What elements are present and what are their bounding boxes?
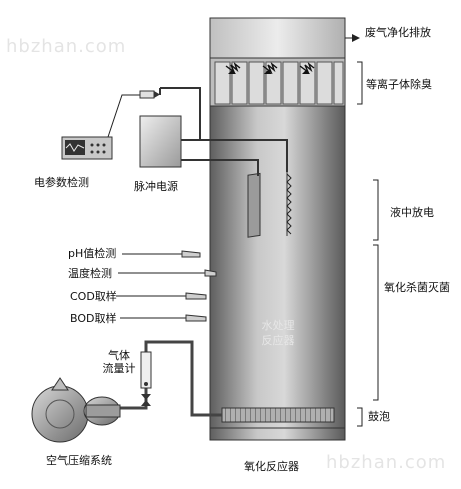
label-gas-flowmeter-line1: 气体 bbox=[108, 349, 130, 362]
label-param-detect: 电参数检测 bbox=[34, 176, 89, 189]
plasma-spark-icons bbox=[225, 61, 315, 75]
label-ph: pH值检测 bbox=[68, 247, 117, 260]
sensor-probe-icons bbox=[181, 250, 217, 322]
label-gas-flowmeter: 气体 流量计 bbox=[99, 349, 139, 375]
oscilloscope-icon bbox=[61, 136, 113, 160]
label-bubbling: 鼓泡 bbox=[368, 410, 390, 423]
watermark-text-bottom: hbzhan.com bbox=[326, 452, 447, 473]
label-cod: COD取样 bbox=[70, 290, 117, 303]
sensor-lines bbox=[116, 253, 205, 319]
label-water-treatment-line1: 水处理 bbox=[261, 319, 295, 332]
pulse-power-box bbox=[139, 115, 182, 168]
label-air-compressor: 空气压缩系统 bbox=[46, 454, 112, 467]
cable-pulse-to-electrode bbox=[181, 159, 259, 176]
watermark-text: hbzhan.com bbox=[6, 36, 127, 57]
diffuser-bar bbox=[221, 407, 335, 423]
probe-icon bbox=[139, 90, 160, 99]
label-ozone-reactor: 氧化反应器 bbox=[244, 460, 299, 473]
label-water-treatment: 水处理 反应器 bbox=[248, 318, 308, 348]
label-oxidation: 氧化杀菌灭菌 bbox=[384, 281, 450, 294]
label-plasma-removal: 等离子体除臭 bbox=[366, 78, 432, 91]
electrode-plate bbox=[247, 172, 261, 238]
tower-top-cap bbox=[209, 17, 346, 59]
air-compressor-icon bbox=[31, 377, 121, 443]
label-water-treatment-line2: 反应器 bbox=[261, 334, 295, 347]
label-pulse-power: 脉冲电源 bbox=[134, 180, 178, 193]
electrode-zigzag bbox=[286, 172, 292, 236]
valve-icon bbox=[141, 394, 151, 406]
label-liquid-discharge: 液中放电 bbox=[390, 206, 434, 219]
probe-line bbox=[107, 94, 140, 138]
label-gas-flowmeter-line2: 流量计 bbox=[102, 362, 136, 375]
exhaust-arrow-icon bbox=[352, 34, 360, 42]
label-bod: BOD取样 bbox=[70, 312, 117, 325]
label-exhaust: 废气净化排放 bbox=[365, 26, 431, 39]
label-temp: 温度检测 bbox=[68, 267, 112, 280]
bracket-group bbox=[357, 61, 379, 427]
flowmeter-icon bbox=[140, 351, 152, 389]
air-pipe bbox=[120, 340, 222, 417]
